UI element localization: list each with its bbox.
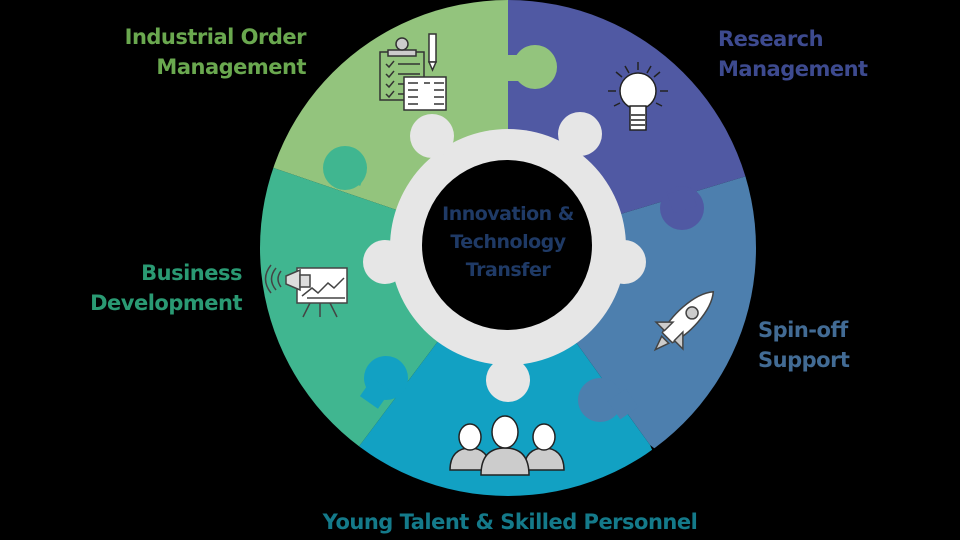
knob-research-industrial [513,45,557,89]
label-line: Support [758,348,850,372]
label-line: Research [718,27,824,51]
center-title-line-2: Technology [450,231,566,253]
rocket-icon [653,290,715,352]
clipboard-checklist-icon [379,33,447,111]
center-title-line-1: Innovation & [442,203,574,225]
lightbulb-icon [608,62,668,131]
label-line: Management [718,57,868,81]
label-young-talent: Young Talent & Skilled Personnel [300,507,720,537]
people-group-icon [449,415,565,476]
label-line: Business [141,261,242,285]
center-title: Innovation & Technology Transfer [420,200,596,284]
label-line: Development [90,291,242,315]
label-line: Young Talent & Skilled Personnel [322,510,698,534]
label-line: Industrial Order [124,25,307,49]
label-industrial-order-management: Industrial Order Management [96,22,307,82]
megaphone-presentation-icon [264,264,348,318]
label-line: Management [156,55,306,79]
label-line: Spin-off [758,318,848,342]
label-research-management: Research Management [718,24,918,84]
label-spin-off-support: Spin-off Support [758,315,898,375]
center-title-line-3: Transfer [465,259,551,281]
hub-center [422,160,592,330]
knob-young-spinoff [578,378,622,422]
label-business-development: Business Development [60,258,242,318]
